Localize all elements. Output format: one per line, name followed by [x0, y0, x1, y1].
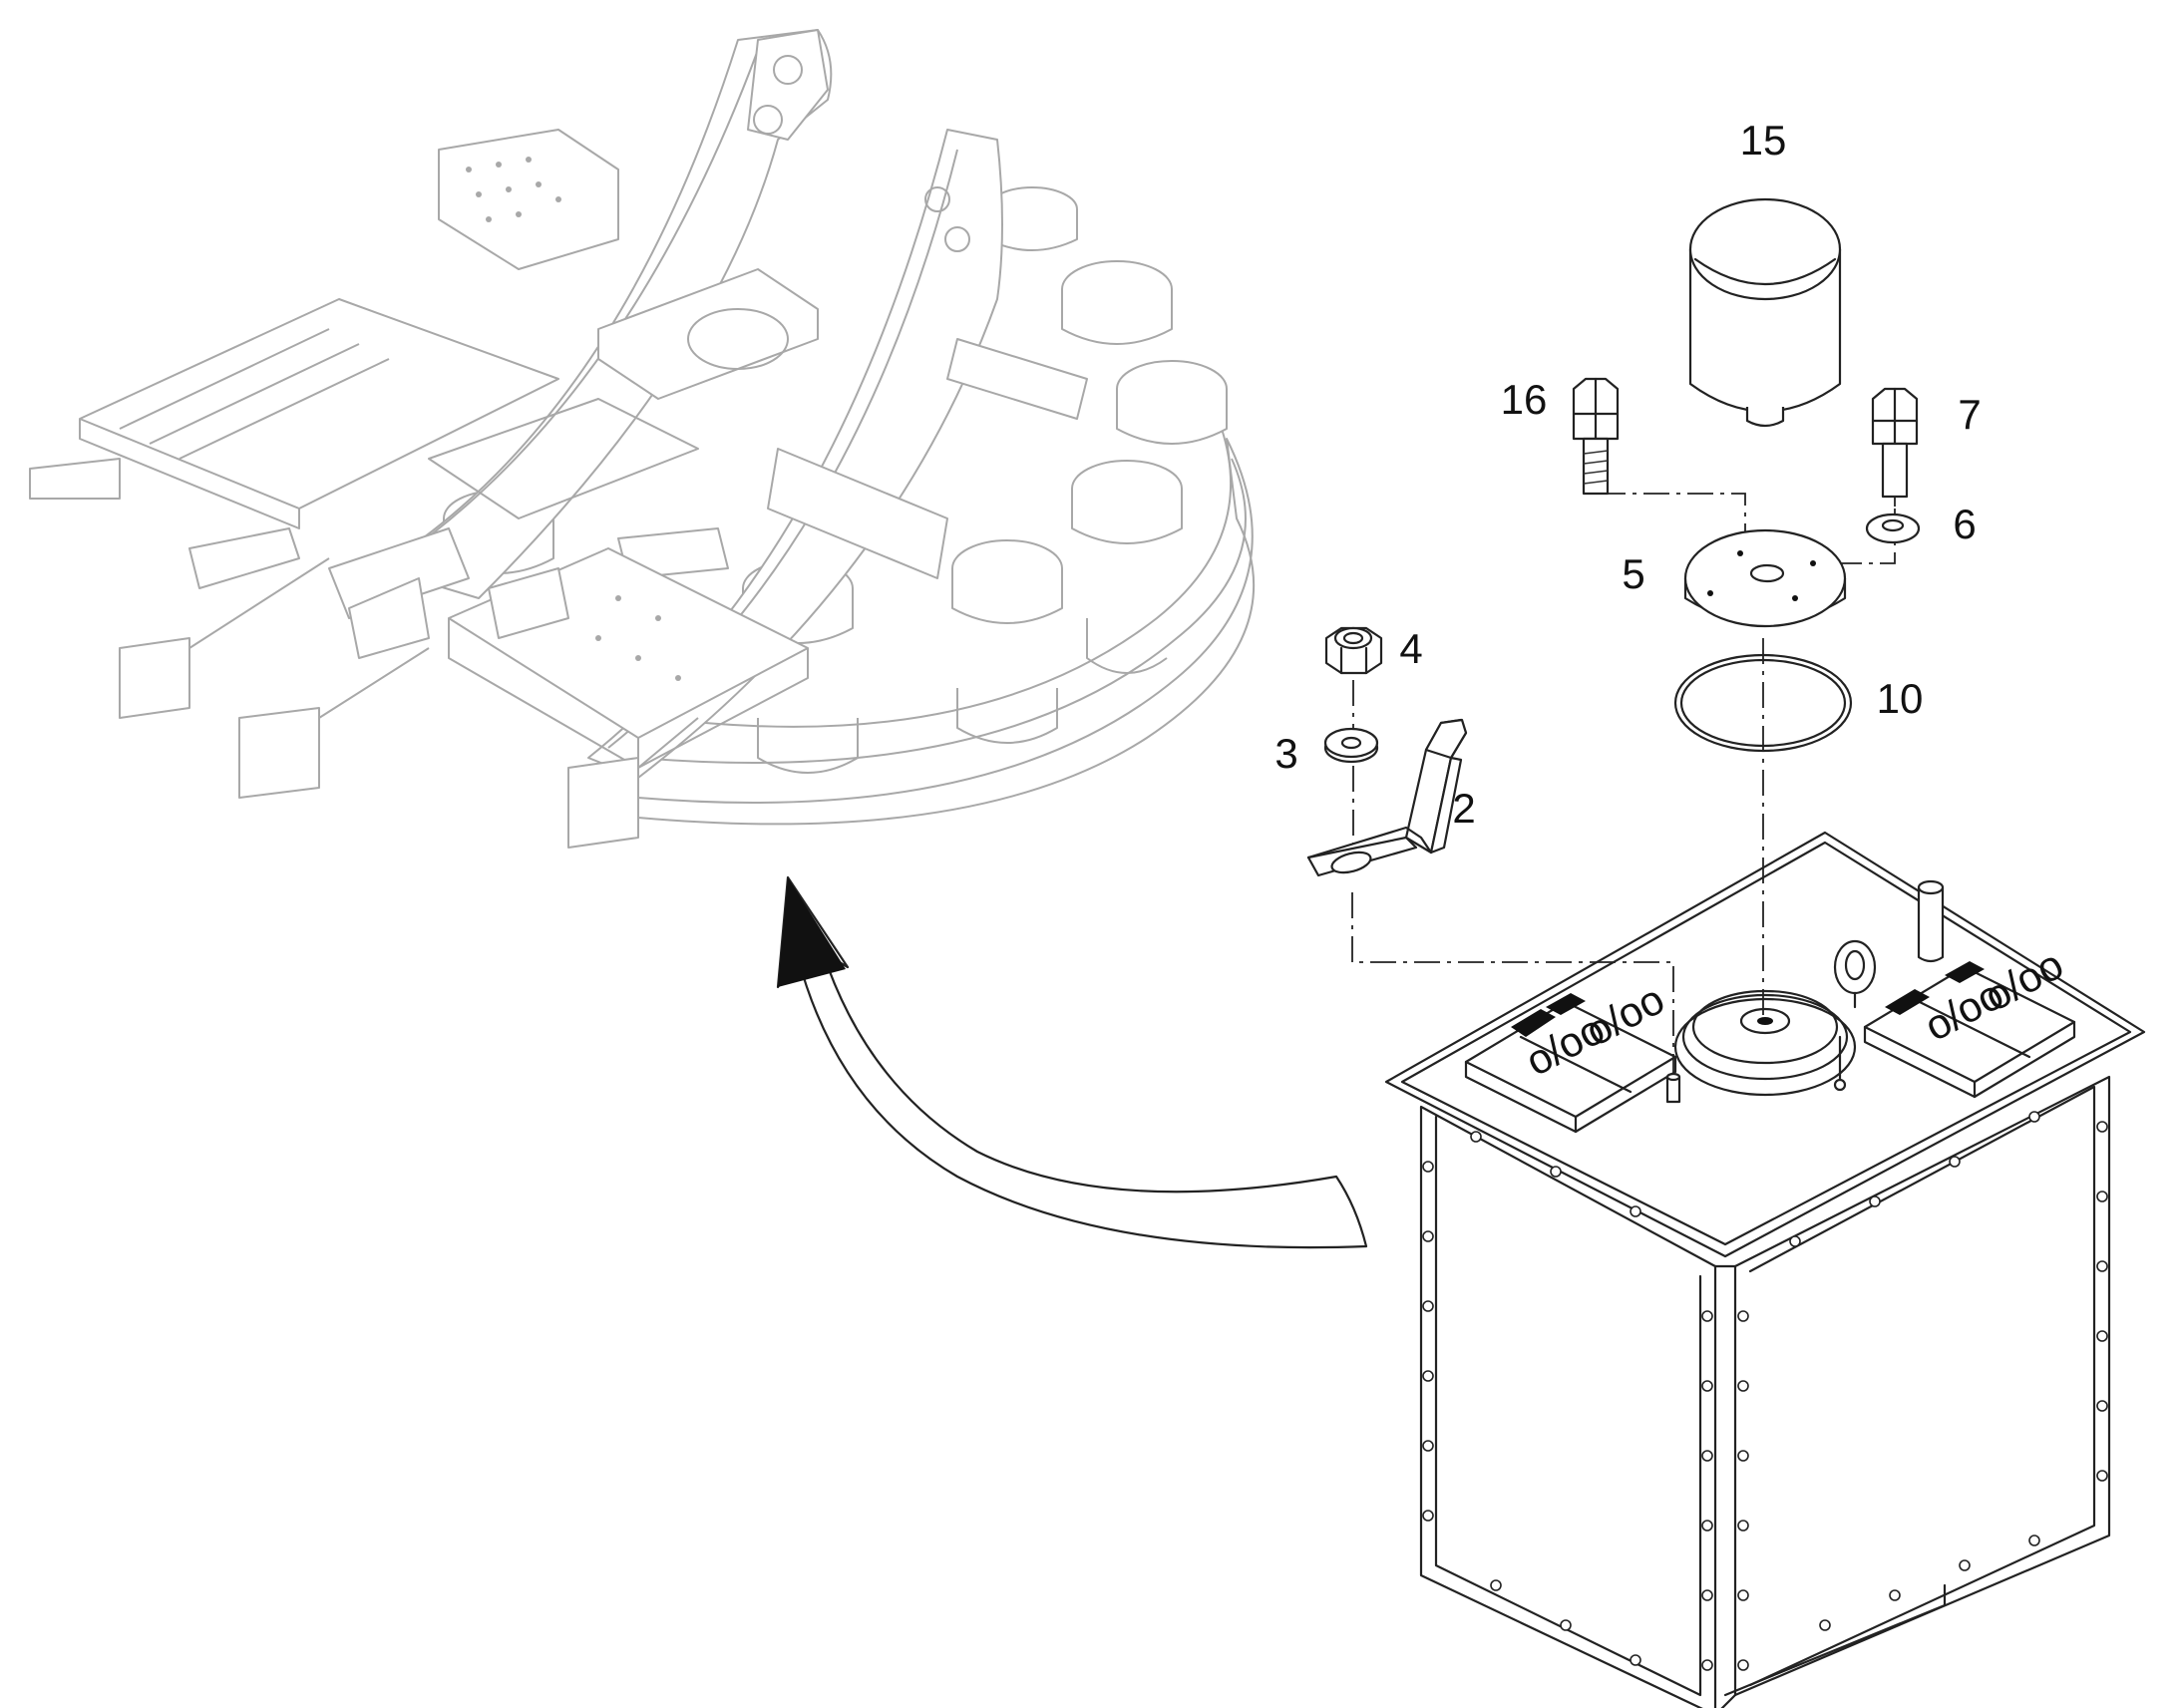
callout-6: 6 [1953, 501, 1976, 547]
box-bolts [1422, 1111, 2108, 1671]
part-4-nut [1324, 626, 1383, 675]
part-6-washer [1865, 512, 1921, 544]
part-7-bolt [1871, 387, 1919, 499]
tank-box: o/oo o/oo o/oo o/oo [1384, 831, 2146, 1708]
callout-15: 15 [1740, 117, 1787, 164]
callout-2: 2 [1452, 785, 1475, 832]
callout-7: 7 [1958, 391, 1981, 438]
left-battery-cell: o/oo o/oo [1464, 975, 1677, 1134]
mounting-stud [1665, 1072, 1681, 1104]
part-2-bracket [1306, 718, 1468, 877]
callouts: 15 16 7 6 5 4 10 3 2 [1274, 117, 1981, 832]
assembly-direction-arrow [776, 875, 1368, 1249]
part-16-bolt [1572, 377, 1620, 496]
part-5-cover-plate [1683, 528, 1847, 628]
right-battery-cell: o/oo o/oo [1863, 940, 2076, 1099]
callout-16: 16 [1501, 376, 1548, 423]
uppercarriage-frame-ghost [29, 29, 1256, 849]
part-15-filter-cartridge [1688, 197, 1842, 428]
filter-housing [1673, 989, 1857, 1097]
callout-5: 5 [1622, 550, 1644, 597]
breather-pipe [1917, 879, 1945, 963]
callout-4: 4 [1399, 625, 1422, 672]
part-3-lock-washer [1323, 727, 1379, 764]
callout-10: 10 [1877, 675, 1924, 722]
part-10-o-ring [1673, 653, 1853, 753]
lifting-eye [1833, 939, 1877, 1009]
callout-3: 3 [1274, 730, 1297, 777]
